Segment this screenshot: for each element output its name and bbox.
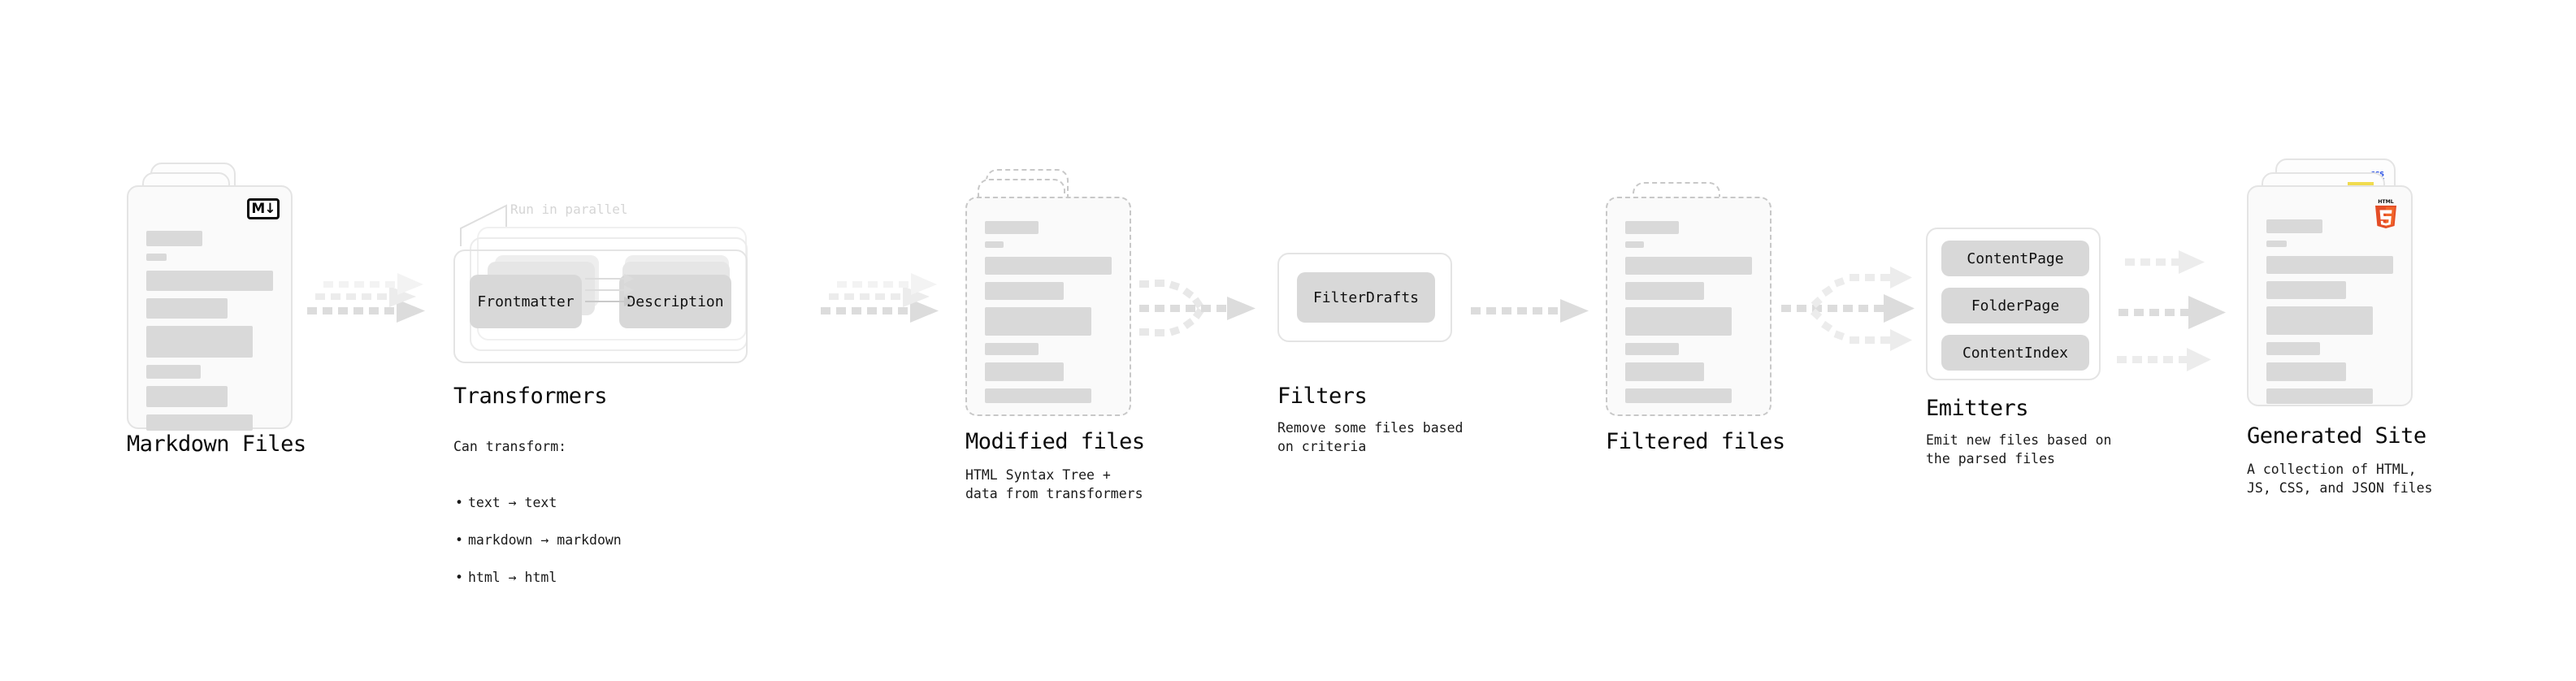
content-line: [985, 388, 1092, 403]
content-line: [146, 298, 228, 319]
content-line: [146, 365, 202, 379]
transformers-capability-item: html → html: [455, 568, 622, 587]
transformer-pill-frontmatter[interactable]: Frontmatter: [470, 275, 582, 328]
site-content-lines: [2266, 219, 2393, 411]
content-line: [985, 343, 1039, 355]
markdown-content-lines: [146, 231, 273, 438]
modified-files-title: Modified files: [965, 429, 1145, 454]
markdown-card-front: M↓: [127, 185, 293, 431]
emitter-pill-contentindex[interactable]: ContentIndex: [1941, 335, 2089, 371]
run-in-parallel-bracket: [460, 204, 507, 246]
emitters-title: Emitters: [1926, 396, 2029, 421]
content-line: [985, 257, 1112, 275]
arrow-modified-to-filters: [1139, 280, 1255, 336]
content-line: [2266, 306, 2374, 335]
content-line: [1625, 257, 1752, 275]
emitters-box: ContentPage FolderPage ContentIndex: [1926, 228, 2101, 380]
run-in-parallel-label: Run in parallel: [510, 202, 628, 217]
modified-card-front: [965, 197, 1131, 416]
content-line: [1625, 241, 1645, 248]
transformers-subtitle: Can transform: text → text markdown → ma…: [453, 419, 622, 624]
arrow-filters-to-filtered: [1471, 299, 1589, 323]
content-line: [146, 414, 254, 431]
arrow-filtered-to-emitters: [1781, 267, 1915, 351]
filtered-files-title: Filtered files: [1606, 429, 1785, 454]
generated-site-subtitle: A collection of HTML, JS, CSS, and JSON …: [2247, 462, 2433, 496]
html5-badge-icon: HTML: [2372, 197, 2400, 229]
content-line: [985, 221, 1039, 234]
content-line: [985, 307, 1092, 336]
content-line: [2266, 241, 2287, 247]
content-line: [2266, 256, 2393, 274]
transformers-capability-item: markdown → markdown: [455, 531, 622, 549]
transformers-subtitle-heading: Can transform:: [453, 439, 567, 454]
content-line: [2266, 388, 2374, 404]
content-line: [146, 254, 167, 261]
content-line: [146, 326, 254, 358]
emitter-pill-contentpage[interactable]: ContentPage: [1941, 241, 2089, 276]
filtered-card-front: [1606, 197, 1772, 416]
generated-site-title: Generated Site: [2247, 423, 2426, 449]
transformers-capability-list: text → text markdown → markdown html → h…: [453, 475, 622, 605]
content-line: [985, 241, 1004, 248]
emitters-subtitle: Emit new files based on the parsed files: [1926, 432, 2112, 466]
modified-files-subtitle: HTML Syntax Tree + data from transformer…: [965, 467, 1143, 501]
content-line: [1625, 282, 1704, 300]
svg-text:HTML: HTML: [2378, 199, 2394, 205]
content-line: [2266, 362, 2347, 381]
transformers-capability-item: text → text: [455, 493, 622, 512]
filters-title: Filters: [1277, 384, 1368, 409]
content-line: [1625, 362, 1704, 381]
content-line: [985, 282, 1064, 300]
arrow-markdown-to-transformers: [307, 273, 425, 323]
content-line: [985, 362, 1064, 381]
arrow-transformers-to-modified: [821, 273, 939, 323]
filters-box: FilterDrafts: [1277, 253, 1452, 342]
content-line: [1625, 221, 1679, 234]
content-line: [146, 231, 202, 246]
emitter-pill-folderpage[interactable]: FolderPage: [1941, 288, 2089, 323]
content-line: [2266, 281, 2347, 299]
transformer-pill-description[interactable]: Description: [619, 275, 731, 328]
modified-content-lines: [985, 221, 1112, 410]
transformer-inner-arrows: [585, 274, 634, 306]
content-line: [2266, 219, 2322, 233]
content-line: [1625, 388, 1733, 403]
transformers-title: Transformers: [453, 384, 608, 409]
content-line: [1625, 307, 1733, 336]
content-line: [2266, 342, 2320, 355]
content-line: [1625, 343, 1679, 355]
arrow-emitters-to-site: [2117, 250, 2226, 371]
markdown-files-title: Markdown Files: [127, 432, 306, 457]
site-card-front: HTML: [2247, 185, 2413, 406]
filtered-content-lines: [1625, 221, 1752, 410]
content-line: [146, 386, 228, 407]
filter-pill-filterdrafts[interactable]: FilterDrafts: [1297, 272, 1435, 323]
filters-subtitle: Remove some files based on criteria: [1277, 420, 1464, 454]
transformers-box: Frontmatter Description: [453, 249, 748, 363]
markdown-badge-icon: M↓: [247, 198, 280, 219]
content-line: [146, 271, 273, 291]
